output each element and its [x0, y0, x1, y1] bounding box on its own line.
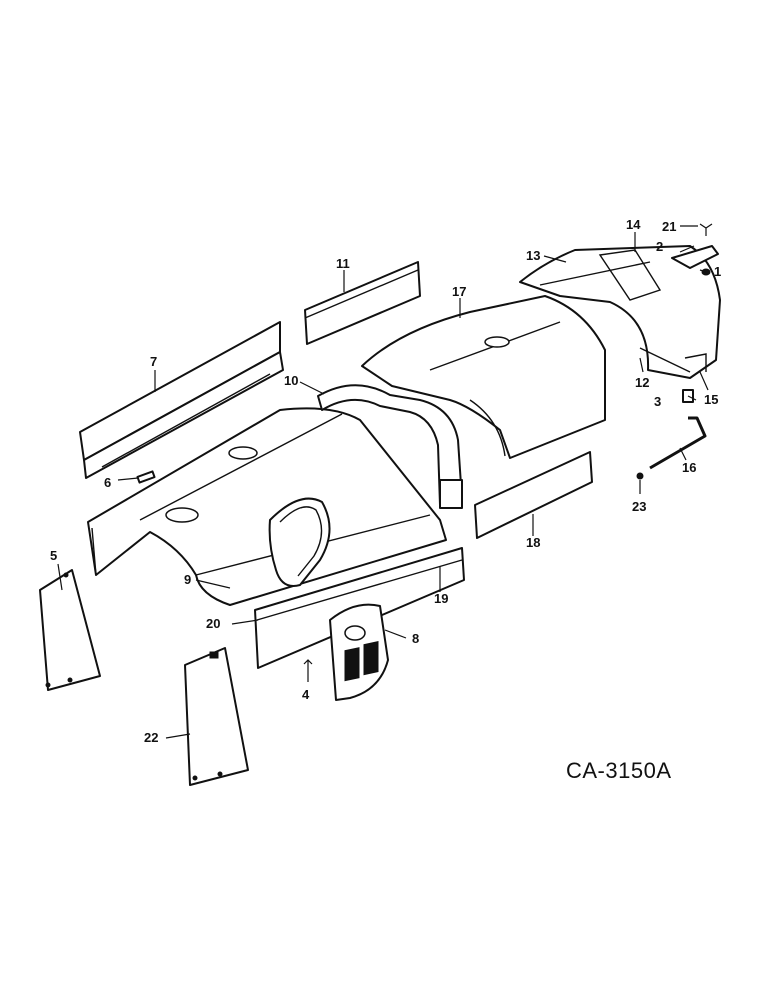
drawing-id: CA-3150A [566, 758, 672, 783]
part-10-band [317, 384, 463, 509]
callout-16: 16 [682, 460, 696, 475]
callout-3: 3 [654, 394, 661, 409]
part-8-grille [329, 603, 389, 701]
callout-7: 7 [150, 354, 157, 369]
callout-10: 10 [284, 373, 298, 388]
leader-lines [57, 225, 709, 739]
part-5-side-panel [39, 569, 101, 691]
callout-19: 19 [434, 591, 448, 606]
part-21-bolt [699, 223, 713, 236]
callout-9: 9 [184, 572, 191, 587]
part-13-rear-hood [519, 245, 721, 379]
callout-12: 12 [635, 375, 649, 390]
part-2-bracket [671, 245, 719, 269]
callout-18: 18 [526, 535, 540, 550]
part-11-side-strip [304, 261, 421, 345]
part-22-side-panel [184, 647, 249, 786]
part-9-front-hood [87, 407, 447, 606]
callout-8: 8 [412, 631, 419, 646]
callout-11: 11 [336, 256, 350, 271]
callout-15: 15 [704, 392, 718, 407]
part-17-center-hood [361, 295, 606, 459]
callout-21: 21 [662, 219, 676, 234]
part-4-bolt [303, 659, 313, 672]
callout-17: 17 [452, 284, 466, 299]
part-23-nut [636, 472, 644, 480]
part-7-side-strip [79, 321, 284, 479]
callout-labels: 1 2 3 4 5 6 7 8 9 10 11 12 13 14 15 16 1… [50, 217, 721, 745]
callout-1: 1 [714, 264, 721, 279]
part-6-clip [136, 470, 156, 484]
callout-13: 13 [526, 248, 540, 263]
part-16-rod [649, 416, 707, 470]
callout-6: 6 [104, 475, 111, 490]
callout-2: 2 [656, 239, 663, 254]
callout-23: 23 [632, 499, 646, 514]
callout-4: 4 [302, 687, 310, 702]
callout-5: 5 [50, 548, 57, 563]
part-18-lower-strip [474, 451, 593, 539]
callout-22: 22 [144, 730, 158, 745]
callout-20: 20 [206, 616, 220, 631]
callout-14: 14 [626, 217, 641, 232]
